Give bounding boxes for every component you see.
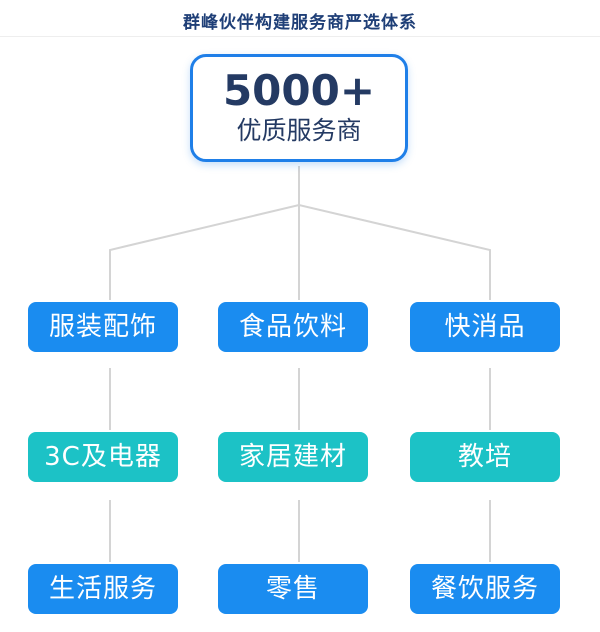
provider-count-box: 5000+ 优质服务商 <box>190 54 408 162</box>
provider-count: 5000+ <box>222 66 376 115</box>
category-life-services: 生活服务 <box>28 564 178 614</box>
page-title: 群峰伙伴构建服务商严选体系 <box>183 13 417 33</box>
category-food-beverage: 食品饮料 <box>218 302 368 352</box>
category-retail: 零售 <box>218 564 368 614</box>
category-apparel: 服装配饰 <box>28 302 178 352</box>
provider-label: 优质服务商 <box>236 116 362 145</box>
header-divider <box>0 36 600 37</box>
category-fmcg: 快消品 <box>410 302 560 352</box>
category-home-building: 家居建材 <box>218 432 368 482</box>
category-education: 教培 <box>410 432 560 482</box>
category-3c-electronics: 3C及电器 <box>28 432 178 482</box>
category-catering: 餐饮服务 <box>410 564 560 614</box>
